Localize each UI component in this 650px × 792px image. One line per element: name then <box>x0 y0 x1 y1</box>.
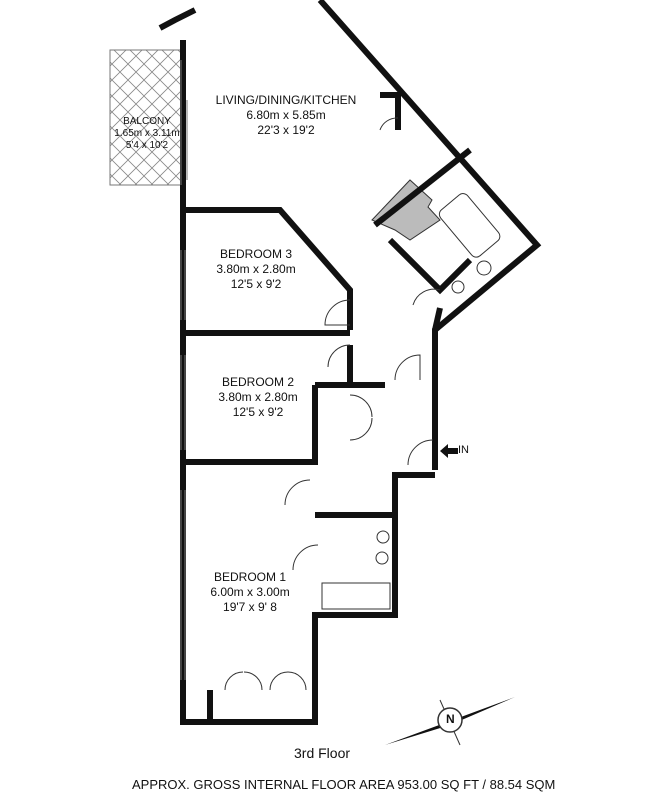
room-imperial: 12'5 x 9'2 <box>232 405 284 419</box>
room-name: BEDROOM 2 <box>221 375 294 389</box>
room-label-bedroom-1: BEDROOM 1 6.00m x 3.00m 19'7 x 9' 8 <box>210 570 289 615</box>
room-label-balcony: BALCONY 1.65m x 3.11m 5'4 x 10'2 <box>114 116 179 152</box>
kitchen-counter <box>371 179 441 241</box>
entrance-arrow-icon <box>440 444 458 458</box>
toilet <box>451 280 465 294</box>
room-imperial: 19'7 x 9' 8 <box>223 600 277 614</box>
door-swings <box>224 117 441 691</box>
room-name: BEDROOM 1 <box>213 570 286 584</box>
sink <box>476 260 492 276</box>
room-label-bedroom-2: BEDROOM 2 3.80m x 2.80m 12'5 x 9'2 <box>218 375 297 420</box>
room-imperial: 12'5 x 9'2 <box>230 277 282 291</box>
toilet <box>376 530 390 544</box>
windows <box>180 60 188 680</box>
room-metric: 1.65m x 3.11m <box>114 128 180 139</box>
bathtub <box>438 193 501 258</box>
room-imperial: 5'4 x 10'2 <box>125 140 169 151</box>
room-metric: 6.00m x 3.00m <box>210 585 290 599</box>
compass-icon <box>385 697 515 746</box>
room-name: BALCONY <box>123 116 171 127</box>
walls <box>158 0 542 725</box>
room-label-living: LIVING/DINING/KITCHEN 6.80m x 5.85m 22'3… <box>216 93 357 138</box>
room-name: LIVING/DINING/KITCHEN <box>215 93 357 107</box>
room-metric: 6.80m x 5.85m <box>246 108 326 122</box>
room-imperial: 22'3 x 19'2 <box>257 123 315 137</box>
room-metric: 3.80m x 2.80m <box>216 262 296 276</box>
balcony-area <box>109 49 184 186</box>
compass-label: N <box>446 712 455 726</box>
bathtub <box>321 582 391 610</box>
room-metric: 3.80m x 2.80m <box>218 390 298 404</box>
room-label-bedroom-3: BEDROOM 3 3.80m x 2.80m 12'5 x 9'2 <box>216 247 295 292</box>
sink <box>375 551 389 565</box>
floor-label: 3rd Floor <box>294 745 351 761</box>
room-name: BEDROOM 3 <box>219 247 292 261</box>
entrance-label: IN <box>458 444 469 456</box>
